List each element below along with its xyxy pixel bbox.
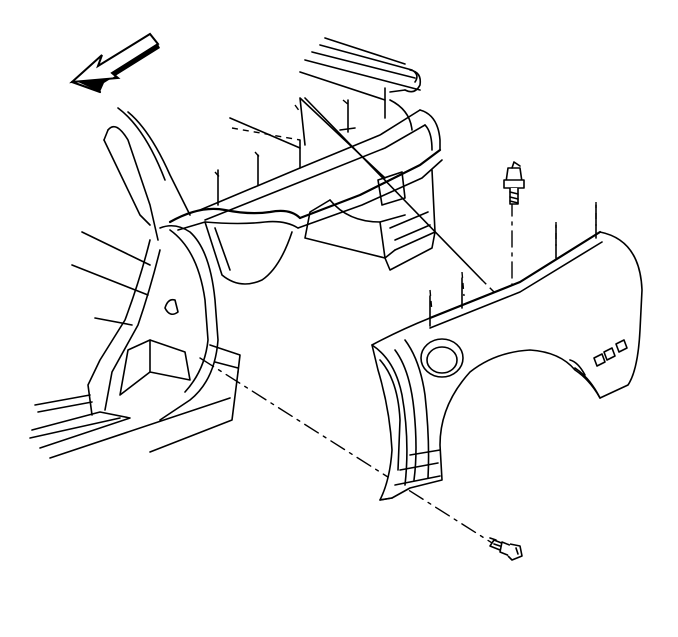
front-fender xyxy=(371,204,643,501)
body-structure xyxy=(29,37,443,459)
front-direction-arrow-icon xyxy=(69,32,160,94)
fender-side-bolt-icon xyxy=(489,537,523,561)
fender-bolt-icon xyxy=(503,161,525,205)
